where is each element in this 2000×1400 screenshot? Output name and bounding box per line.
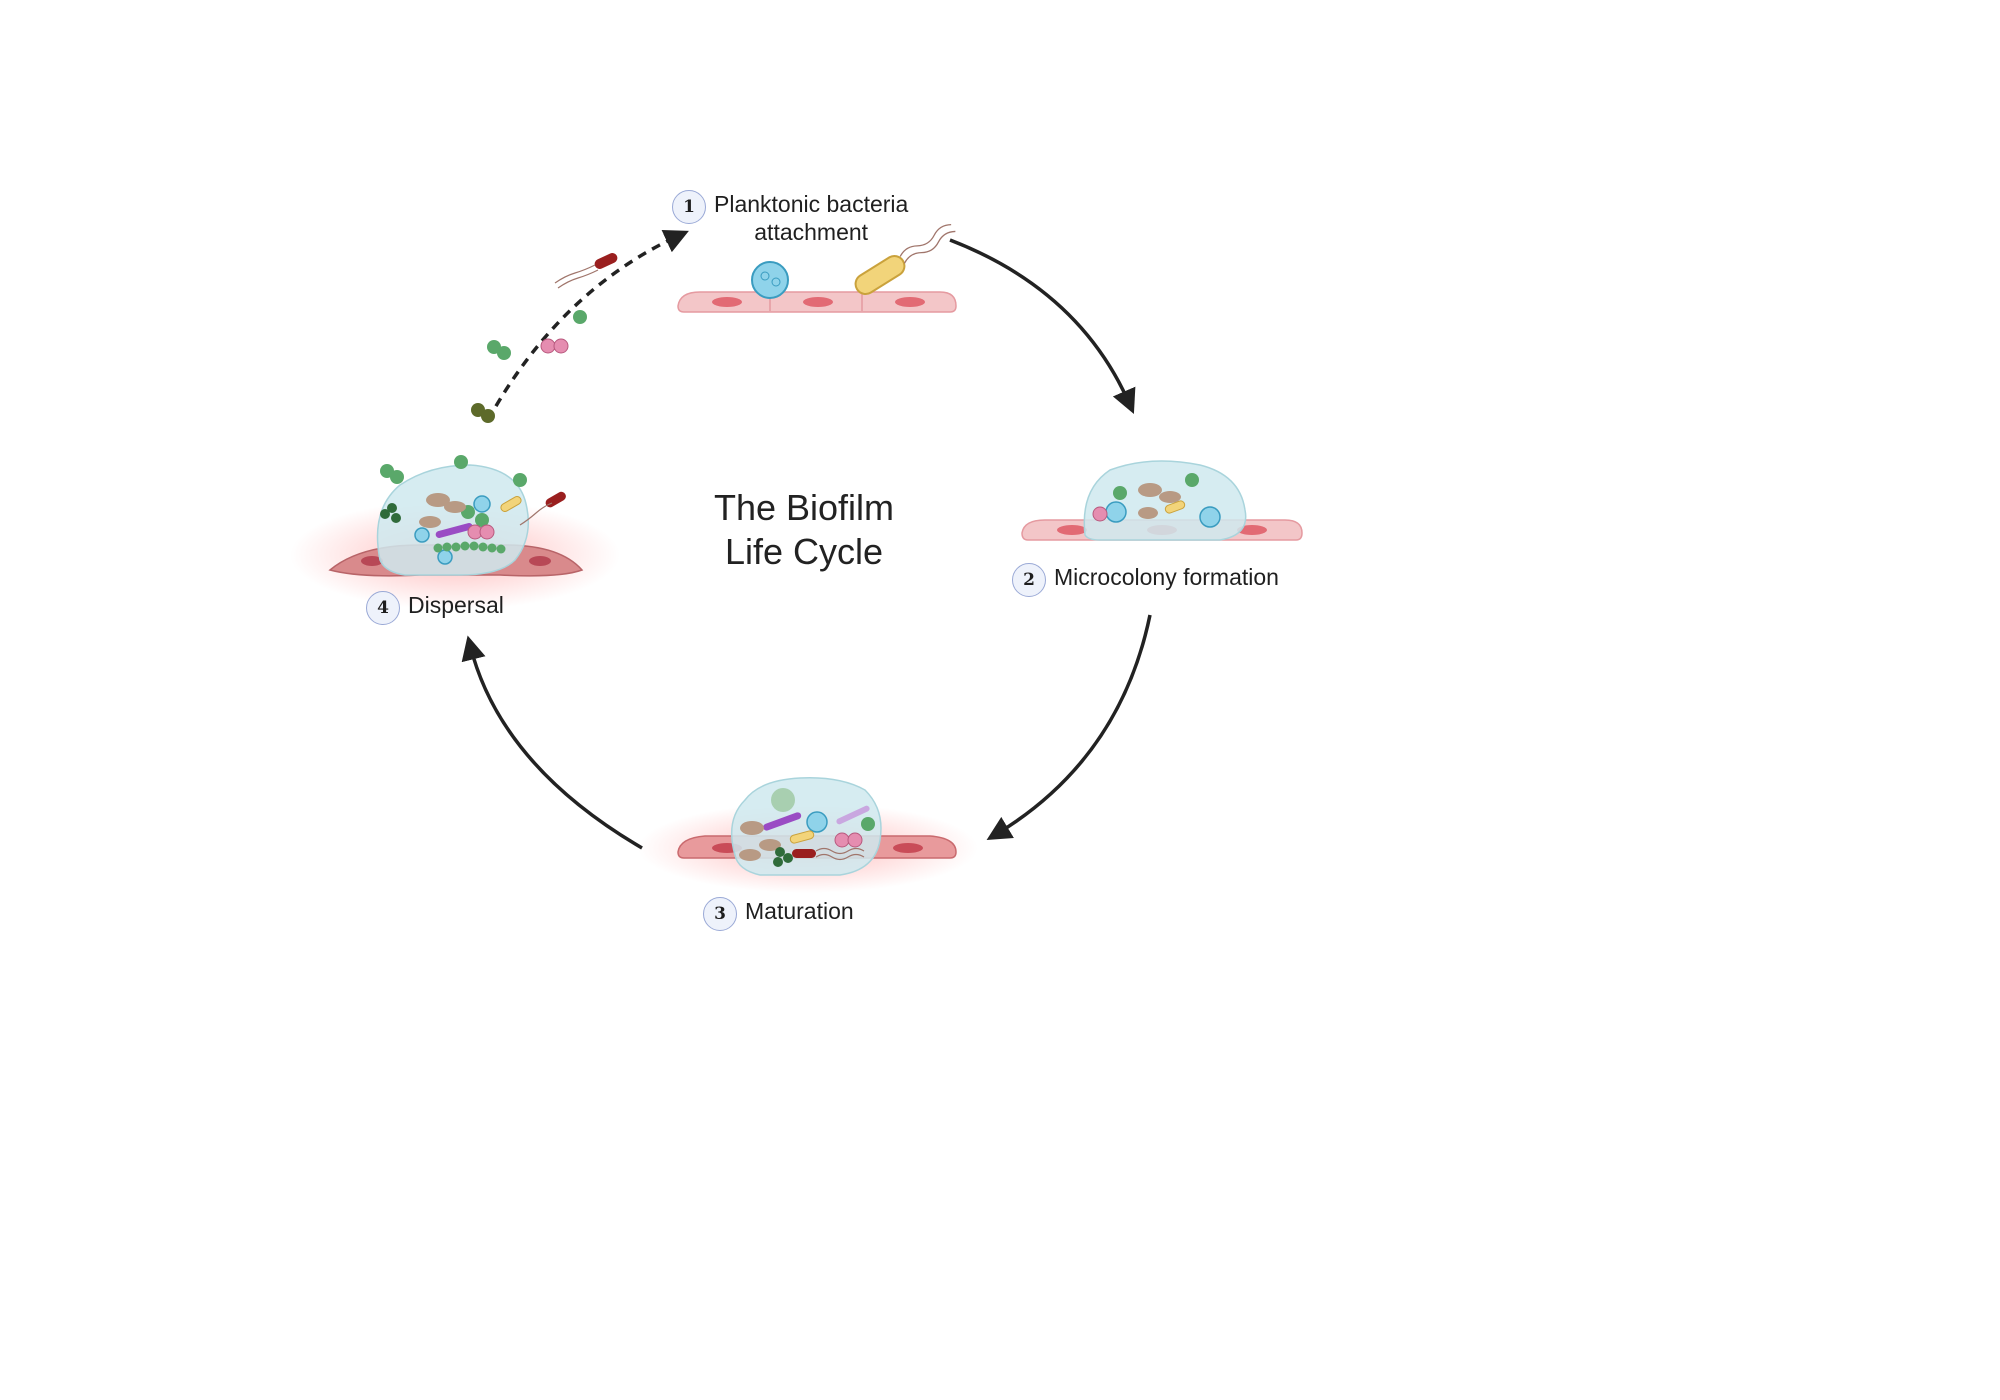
stage-3-illustration bbox=[638, 777, 978, 893]
stage-3-label: 3 Maturation bbox=[703, 897, 854, 931]
stage-2-illustration bbox=[1021, 460, 1303, 541]
arrow-1-to-2 bbox=[949, 238, 1136, 414]
arrow-3-to-4 bbox=[461, 635, 643, 850]
stage-1-number-badge: 1 bbox=[672, 190, 706, 224]
stage-1-label: 1 Planktonic bacteria attachment bbox=[672, 190, 908, 246]
yellow-rod-bacterium bbox=[854, 224, 956, 296]
arrow-2-to-3 bbox=[986, 614, 1152, 841]
stage-4-label: 4 Dispersal bbox=[366, 591, 504, 625]
stage-1-title-line-2: attachment bbox=[754, 219, 869, 245]
arrow-4-to-1-dashed bbox=[486, 229, 689, 421]
stage-4-illustration bbox=[290, 455, 620, 610]
diagram-title-line-1: The Biofilm bbox=[713, 487, 895, 528]
stage-2-label: 2 Microcolony formation bbox=[1012, 563, 1279, 597]
blue-cell bbox=[751, 261, 789, 299]
stage-3-title: Maturation bbox=[745, 898, 854, 924]
green-chain bbox=[433, 541, 506, 554]
stage-4-title: Dispersal bbox=[408, 592, 504, 618]
dispersing-bacteria bbox=[471, 253, 618, 423]
stage-4-number-badge: 4 bbox=[366, 591, 400, 625]
epithelium-layer bbox=[677, 291, 957, 313]
stage-3-number-badge: 3 bbox=[703, 897, 737, 931]
stage-2-title: Microcolony formation bbox=[1054, 564, 1279, 590]
stage-1-title-line-1: Planktonic bacteria bbox=[714, 191, 909, 217]
stage-1-illustration bbox=[677, 224, 957, 313]
stage-2-number-badge: 2 bbox=[1012, 563, 1046, 597]
diagram-title-line-2: Life Cycle bbox=[724, 531, 884, 572]
